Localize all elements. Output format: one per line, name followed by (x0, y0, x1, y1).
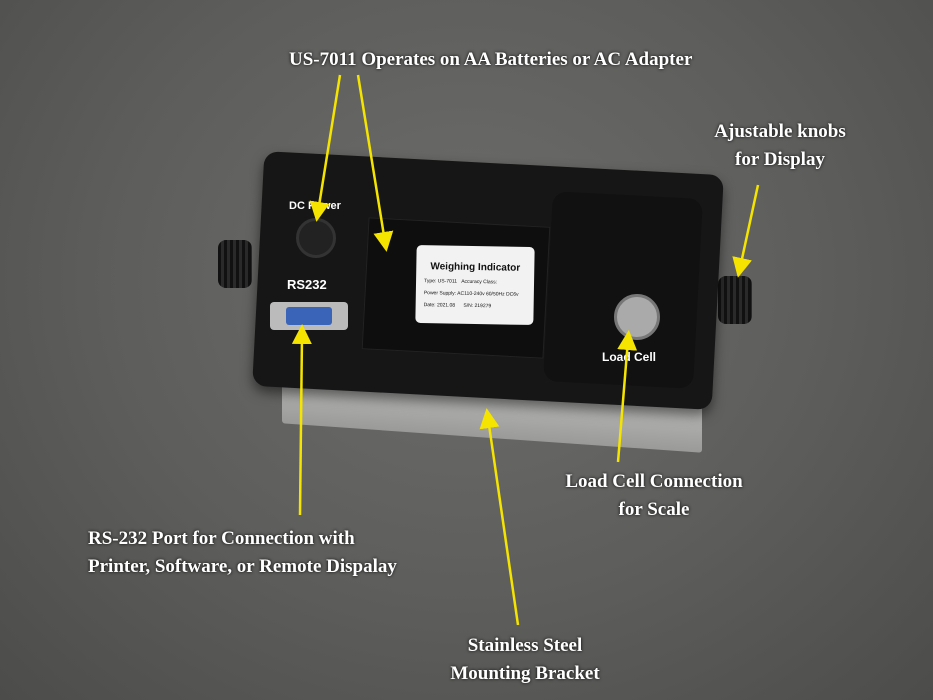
load-cell-callout: Load Cell Connection for Scale (534, 468, 774, 524)
arrow-rs232 (291, 324, 312, 516)
arrow-load-cell (616, 330, 638, 463)
rs232-callout-line2: Printer, Software, or Remote Dispalay (88, 556, 397, 577)
bracket-callout-line2: Mounting Bracket (450, 663, 600, 684)
left-knob (218, 240, 252, 288)
knobs-callout-line1: Ajustable knobs (714, 121, 846, 142)
rs232-callout: RS-232 Port for Connection with Printer,… (88, 525, 397, 581)
power-callout: US-7011 Operates on AA Batteries or AC A… (289, 49, 693, 70)
bracket-callout: Stainless Steel Mounting Bracket (420, 632, 630, 688)
arrow-bracket (479, 408, 520, 626)
rs232-callout-line1: RS-232 Port for Connection with (88, 528, 355, 549)
rs232-label: RS232 (287, 277, 327, 292)
arrow-battery (356, 74, 394, 252)
right-knob (718, 276, 752, 324)
bracket-callout-line1: Stainless Steel (467, 635, 583, 656)
knobs-callout: Ajustable knobs for Display (690, 118, 870, 174)
arrow-dc-power (309, 74, 342, 222)
load-cell-label: Load Cell (602, 350, 657, 364)
load-cell-callout-line2: for Scale (618, 499, 690, 520)
load-cell-callout-line1: Load Cell Connection (565, 471, 743, 492)
arrow-knob (732, 184, 760, 278)
knobs-callout-line2: for Display (735, 149, 825, 170)
